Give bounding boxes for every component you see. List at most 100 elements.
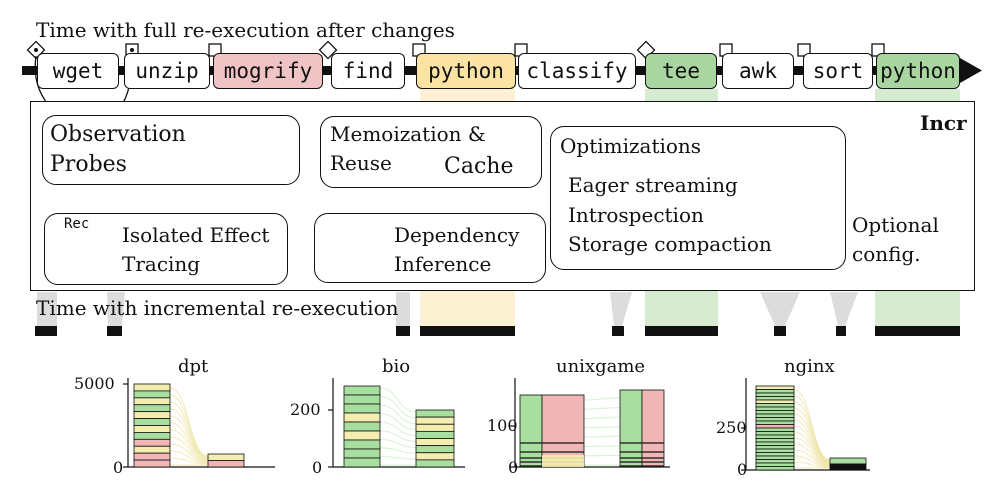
chart-bar-segment bbox=[829, 463, 867, 471]
command-box-mogrify: mogrify bbox=[213, 53, 323, 89]
tick-label: 0 bbox=[737, 460, 748, 479]
chart-bar-segment bbox=[755, 455, 795, 460]
chart-bar-segment bbox=[343, 421, 381, 432]
command-box-python: python bbox=[416, 53, 516, 89]
chart-bar-segment bbox=[755, 462, 795, 467]
chart-bar-segment bbox=[755, 434, 795, 439]
optional-label: Optional bbox=[852, 213, 939, 237]
chart-bar-segment bbox=[519, 394, 543, 468]
command-box-classify: classify bbox=[518, 53, 636, 89]
chart-bar-segment bbox=[133, 459, 171, 468]
incremental-bars bbox=[35, 326, 960, 336]
optimization-item: Introspection bbox=[568, 203, 704, 227]
chart-bar-segment bbox=[415, 452, 455, 461]
tick-label: 100 bbox=[487, 416, 518, 435]
chart-bar-segment bbox=[755, 424, 795, 429]
chart-bar-segment bbox=[755, 389, 795, 394]
chart-bar-segment bbox=[415, 445, 455, 454]
tracing-label: Tracing bbox=[122, 252, 201, 276]
config-label: config. bbox=[852, 242, 921, 266]
inference-label: Inference bbox=[394, 252, 492, 276]
observation-probes-box bbox=[42, 115, 300, 185]
chart-bar-segment bbox=[133, 404, 171, 413]
isolated-effect-label: Isolated Effect bbox=[122, 223, 270, 247]
incremental-title: Time with incremental re-execution bbox=[36, 296, 399, 320]
chart-bar-segment bbox=[641, 389, 665, 468]
chart-bar-segment bbox=[133, 438, 171, 447]
full-reexecution-title: Time with full re-execution after change… bbox=[36, 18, 455, 42]
tick-label: 5000 bbox=[74, 374, 115, 393]
chart-bar-segment bbox=[755, 417, 795, 422]
chart-bar-segment bbox=[133, 397, 171, 406]
chart-bar-segment bbox=[343, 412, 381, 423]
chart-bar-segment bbox=[755, 431, 795, 436]
chart-bar-segment bbox=[755, 385, 795, 390]
isolated-tracing-box bbox=[44, 213, 288, 285]
chart-bar-segment bbox=[133, 452, 171, 461]
command-box-wget: wget bbox=[37, 53, 119, 89]
rec-label: Rec bbox=[64, 216, 90, 232]
chart-bar-segment bbox=[133, 390, 171, 399]
chart-bar-segment bbox=[755, 396, 795, 401]
chart-bar-segment bbox=[133, 445, 171, 454]
chart-bar-segment bbox=[755, 441, 795, 446]
chart-bar-segment bbox=[755, 445, 795, 450]
chart-bar-segment bbox=[755, 459, 795, 464]
chart-bar-segment bbox=[133, 432, 171, 440]
chart-bar-segment bbox=[755, 413, 795, 418]
chart-bar-segment bbox=[343, 394, 381, 405]
memoization-box bbox=[320, 116, 542, 188]
chart-bar-segment bbox=[755, 448, 795, 453]
chart-bar-segment bbox=[415, 430, 455, 439]
chart-bar-segment bbox=[755, 466, 795, 471]
chart-bar-segment bbox=[619, 389, 643, 468]
chart-bar-segment bbox=[133, 383, 171, 392]
chart-bar-segment bbox=[133, 425, 171, 433]
command-box-python: python bbox=[876, 53, 960, 89]
chart-bar-segment bbox=[343, 448, 381, 459]
memoization-label: Memoization & bbox=[330, 122, 486, 146]
tick-label: 0 bbox=[312, 458, 323, 477]
command-box-tee: tee bbox=[645, 53, 717, 89]
chart-title-unixgame: unixgame bbox=[556, 356, 646, 377]
optimizations-title: Optimizations bbox=[560, 134, 702, 158]
timeline-arrow-icon bbox=[960, 58, 982, 83]
cache-label: Cache bbox=[444, 154, 514, 179]
tick-label: 250 bbox=[716, 418, 747, 437]
dependency-label: Dependency bbox=[394, 223, 520, 247]
chart-bar-segment bbox=[755, 427, 795, 432]
observation-label: Observation bbox=[50, 122, 186, 147]
chart-bar-segment bbox=[343, 457, 381, 468]
command-box-sort: sort bbox=[803, 53, 873, 89]
chart-bar-segment bbox=[415, 423, 455, 432]
tick-label: 0 bbox=[508, 458, 519, 477]
optimization-item: Storage compaction bbox=[568, 232, 772, 256]
chart-bar-segment bbox=[343, 439, 381, 450]
chart-bar-segment bbox=[415, 438, 455, 447]
chart-title-dpt: dpt bbox=[178, 356, 209, 377]
probes-label: Probes bbox=[50, 152, 127, 177]
optimizations-box bbox=[550, 126, 846, 270]
command-box-unzip: unzip bbox=[124, 53, 210, 89]
chart-title-bio: bio bbox=[382, 356, 411, 377]
chart-bar-segment bbox=[415, 459, 455, 468]
chart-bar-segment bbox=[829, 457, 867, 465]
charts-layer bbox=[123, 378, 870, 471]
command-box-awk: awk bbox=[722, 53, 794, 89]
chart-bar-segment bbox=[133, 411, 171, 419]
chart-bar-segment bbox=[755, 392, 795, 397]
chart-bar-segment bbox=[343, 385, 381, 396]
command-box-find: find bbox=[331, 53, 405, 89]
chart-bar-segment bbox=[133, 418, 171, 426]
incr-title: Incr bbox=[920, 111, 967, 135]
chart-bar-segment bbox=[755, 410, 795, 415]
chart-bar-segment bbox=[755, 420, 795, 425]
chart-bar-segment bbox=[755, 406, 795, 411]
chart-bar-segment bbox=[207, 460, 245, 468]
tick-label: 0 bbox=[113, 458, 124, 477]
optimization-item: Eager streaming bbox=[568, 173, 738, 197]
chart-bar-segment bbox=[415, 416, 455, 425]
chart-bar-segment bbox=[343, 430, 381, 441]
chart-bar-segment bbox=[755, 438, 795, 443]
chart-bar-segment bbox=[207, 453, 245, 461]
